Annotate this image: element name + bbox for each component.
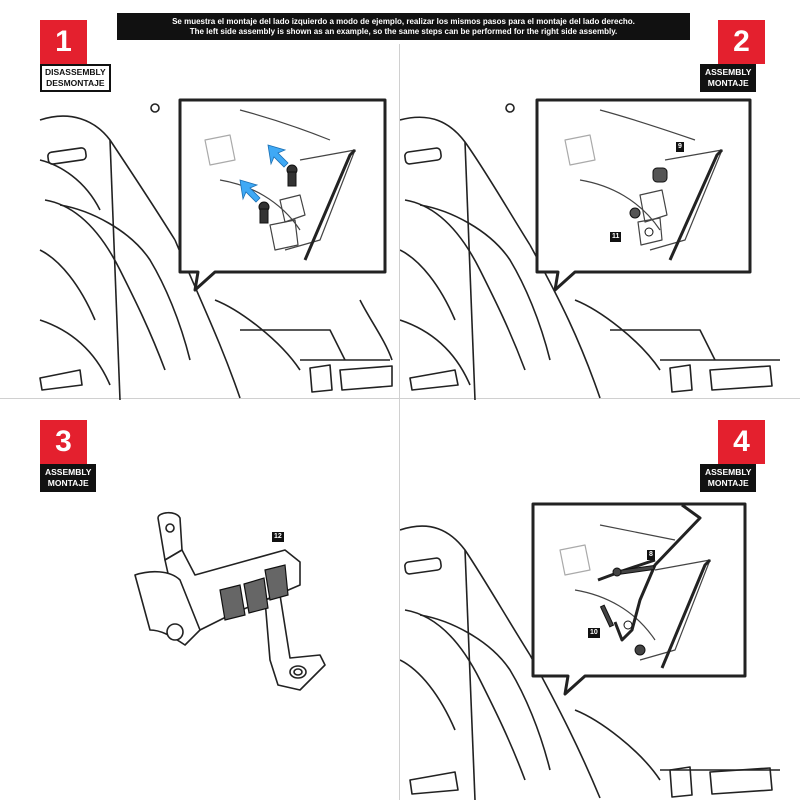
step-label-en: ASSEMBLY	[705, 67, 752, 77]
step-label-en: ASSEMBLY	[705, 467, 752, 477]
step-number-badge: 1	[40, 20, 87, 64]
part-number-tag: 8	[647, 550, 655, 560]
rubber-pad-parts	[219, 564, 289, 621]
step-label: ASSEMBLY MONTAJE	[700, 464, 757, 492]
bracket-illustration	[134, 511, 326, 691]
step-label: DISASSEMBLY DESMONTAJE	[40, 64, 111, 92]
spacer-parts	[629, 167, 668, 237]
part-number-tag: 10	[588, 628, 600, 638]
panel-divider-horizontal	[0, 398, 800, 399]
step-number-badge: 3	[40, 420, 87, 464]
bolt-parts	[599, 564, 655, 656]
step-2-panel: 9 11 2 ASSEMBLY MONTAJE	[400, 0, 800, 400]
part-number-tag: 12	[272, 532, 284, 542]
instruction-banner: Se muestra el montaje del lado izquierdo…	[117, 13, 690, 40]
step-label-es: MONTAJE	[707, 478, 749, 488]
step-4-panel: 8 10 4 ASSEMBLY MONTAJE	[400, 400, 800, 800]
banner-text-es: Se muestra el montaje del lado izquierdo…	[172, 16, 635, 26]
motorcycle-front-illustration	[400, 502, 780, 800]
step-label-en: DISASSEMBLY	[45, 67, 106, 77]
step-label-es: MONTAJE	[707, 78, 749, 88]
step-label-es: DESMONTAJE	[46, 78, 105, 88]
screw-parts	[258, 164, 298, 224]
step-label-en: ASSEMBLY	[45, 467, 92, 477]
part-number-tag: 11	[610, 232, 622, 242]
step-number-badge: 2	[718, 20, 765, 64]
step-label: ASSEMBLY MONTAJE	[700, 64, 757, 92]
part-number-tag: 9	[676, 142, 684, 152]
banner-text-en: The left side assembly is shown as an ex…	[189, 26, 618, 36]
step-1-panel: 1 DISASSEMBLY DESMONTAJE	[0, 0, 400, 400]
step-label: ASSEMBLY MONTAJE	[40, 464, 97, 492]
motorcycle-front-illustration	[39, 98, 393, 400]
step-3-panel: 12 3 ASSEMBLY MONTAJE	[0, 400, 400, 800]
zoom-callout	[178, 98, 387, 292]
step-number-badge: 4	[718, 420, 765, 464]
step-label-es: MONTAJE	[47, 478, 89, 488]
removal-arrow-icons	[239, 144, 289, 203]
panel-divider-vertical	[399, 44, 400, 800]
zoom-callout	[535, 98, 752, 292]
motorcycle-front-illustration	[400, 98, 780, 400]
